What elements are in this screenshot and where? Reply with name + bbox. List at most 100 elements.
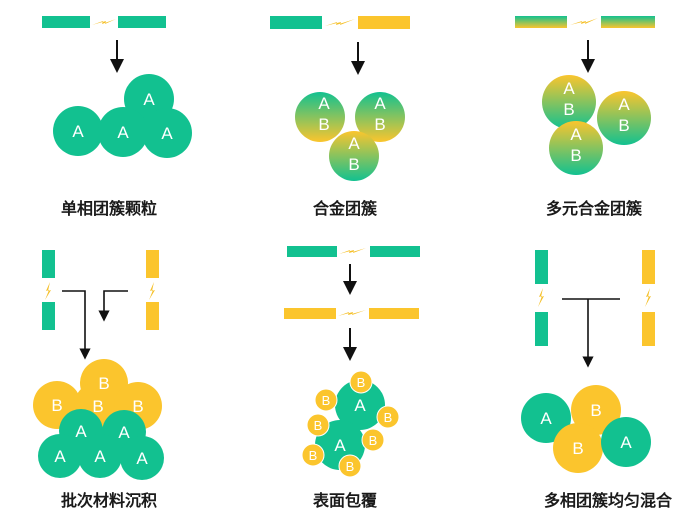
cluster-particle — [78, 434, 122, 478]
atom-label-b: B — [357, 375, 366, 390]
cluster-particle — [142, 108, 192, 158]
atom-label-b: B — [369, 433, 378, 448]
cluster-particle — [549, 121, 603, 175]
atom-label-b: B — [590, 401, 601, 420]
target-bar-bottom-right — [146, 302, 159, 330]
atom-label-a: A — [136, 449, 148, 468]
atom-label-a: A — [54, 447, 66, 466]
cluster-group: A B A B A B — [295, 92, 405, 181]
atom-label-a: A — [75, 422, 87, 441]
atom-label-a: A — [334, 436, 346, 455]
atom-label-a: A — [143, 90, 155, 109]
target-bar-left — [284, 308, 336, 319]
spark-icon — [338, 310, 366, 316]
atom-label-a: A — [318, 94, 330, 113]
atom-label-a: A — [72, 122, 84, 141]
cluster-particle — [597, 91, 651, 145]
atom-label-b: B — [346, 459, 355, 474]
target-bar-top-left — [42, 250, 55, 278]
cluster-particle — [98, 107, 148, 157]
cluster-particle — [53, 106, 103, 156]
panel-single-phase: A A A A 单相团簇颗粒 — [42, 16, 192, 218]
atom-label-b: B — [572, 439, 583, 458]
target-bar-bottom-right — [642, 312, 655, 346]
atom-label-a: A — [161, 124, 173, 143]
atom-label-b: B — [132, 397, 143, 416]
atom-label-b: B — [384, 410, 393, 425]
panel-label: 单相团簇颗粒 — [61, 199, 157, 218]
target-bar-right — [369, 308, 419, 319]
target-bar-left — [515, 16, 567, 28]
atom-label-b: B — [322, 393, 331, 408]
cluster-group: A B A B A B — [542, 75, 651, 175]
atom-label-b: B — [309, 448, 318, 463]
atom-label-a: A — [118, 423, 130, 442]
atom-label-b: B — [563, 100, 574, 119]
atom-label-a: A — [570, 125, 582, 144]
atom-label-b: B — [98, 374, 109, 393]
atom-label-a: A — [354, 396, 366, 415]
atom-label-b: B — [570, 146, 581, 165]
spark-icon — [149, 282, 155, 300]
cluster-particle — [120, 436, 164, 480]
cluster-group: B B B B A A A A A — [33, 359, 164, 480]
target-bar-right — [118, 16, 166, 28]
coating-particle — [376, 405, 400, 429]
cluster-particle — [329, 131, 379, 181]
panel-label: 批次材料沉积 — [61, 491, 157, 510]
atom-label-a: A — [620, 433, 632, 452]
atom-label-a: A — [563, 79, 575, 98]
spark-icon — [339, 248, 366, 254]
atom-label-a: A — [94, 447, 106, 466]
cluster-particle — [553, 423, 603, 473]
coating-particle — [306, 413, 330, 437]
target-bar-bottom-left — [535, 312, 548, 346]
cluster-particle — [38, 434, 82, 478]
atom-label-b: B — [348, 155, 359, 174]
cluster-group: A A B B B B B B B — [301, 370, 400, 478]
target-bar-right — [370, 246, 420, 257]
atom-label-a: A — [117, 123, 129, 142]
cluster-group: A A A A — [53, 74, 192, 158]
cluster-particle — [571, 385, 621, 435]
atom-label-b: B — [318, 115, 329, 134]
cluster-particle — [355, 92, 405, 142]
cluster-particle — [542, 75, 596, 129]
spark-icon — [645, 288, 651, 307]
cluster-particle — [335, 380, 385, 430]
target-bar-right — [601, 16, 655, 28]
coating-particle — [338, 454, 362, 478]
atom-label-b: B — [51, 396, 62, 415]
atom-label-a: A — [618, 95, 630, 114]
panel-label: 合金团簇 — [313, 199, 378, 218]
target-bar-right — [358, 16, 410, 29]
panel-label: 多相团簇均匀混合 — [544, 491, 673, 510]
panel-label: 多元合金团簇 — [546, 199, 643, 218]
atom-label-a: A — [540, 409, 552, 428]
target-bar-top-right — [146, 250, 159, 278]
cluster-particle — [601, 417, 651, 467]
spark-icon — [45, 282, 51, 300]
target-bar-left — [287, 246, 337, 257]
atom-label-b: B — [374, 115, 385, 134]
coating-particle — [301, 443, 325, 467]
cluster-particle — [521, 393, 571, 443]
atom-label-a: A — [348, 134, 360, 153]
coating-particle — [349, 370, 373, 394]
panel-surface-coating: A A B B B B B B B 表面包覆 — [284, 246, 420, 510]
panel-multiphase-mixing: A B B A 多相团簇均匀混合 — [521, 250, 673, 510]
cluster-particle — [295, 92, 345, 142]
target-bar-top-left — [535, 250, 548, 284]
atom-label-a: A — [374, 94, 386, 113]
spark-icon — [570, 18, 598, 25]
atom-label-b: B — [314, 418, 323, 433]
beam-path-left — [62, 290, 91, 360]
panel-alloy-cluster: A B A B A B 合金团簇 — [270, 16, 410, 218]
panel-label: 表面包覆 — [312, 491, 378, 510]
spark-icon — [92, 19, 116, 25]
spark-icon — [538, 288, 544, 307]
atom-label-b: B — [92, 397, 103, 416]
spark-icon — [325, 19, 355, 26]
target-bar-top-right — [642, 250, 655, 284]
